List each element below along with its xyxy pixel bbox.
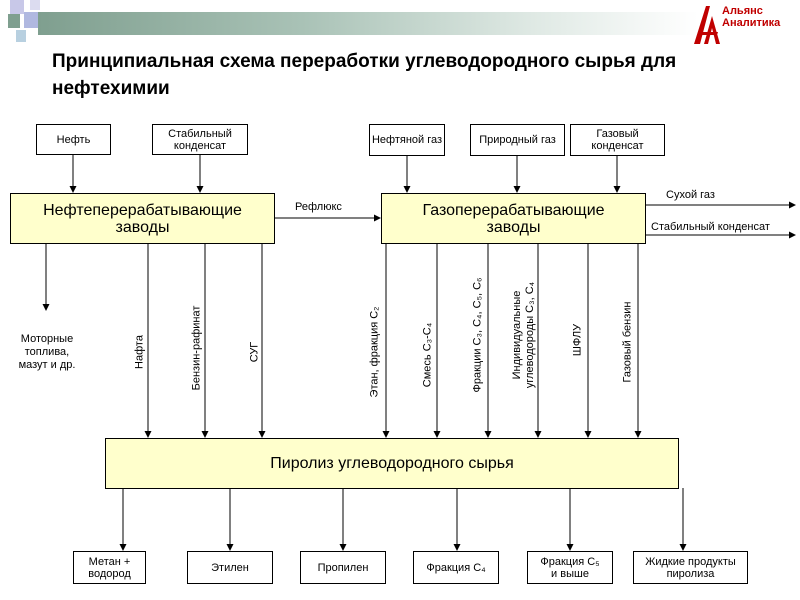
decor-square — [16, 30, 26, 42]
pyrolysis-box: Пиролиз углеводородного сырья — [105, 438, 679, 489]
input-natural-gas: Природный газ — [470, 124, 565, 156]
output-liquid: Жидкие продукты пиролиза — [633, 551, 748, 584]
stable-condensate-out-label: Стабильный конденсат — [651, 221, 770, 233]
gas-plant-box: Газоперерабатывающие заводы — [381, 193, 646, 244]
output-methane: Метан + водород — [73, 551, 146, 584]
input-oil-gas: Нефтяной газ — [369, 124, 445, 156]
input-gas-condensate: Газовый конденсат — [570, 124, 665, 156]
ngl-label: ШФЛУ — [571, 323, 584, 357]
input-oil: Нефть — [36, 124, 111, 155]
output-propylene: Пропилен — [300, 551, 386, 584]
decor-square — [8, 14, 20, 28]
motor-fuel-label: Моторные топлива, мазут и др. — [18, 333, 76, 371]
input-stable-condensate: Стабильный конденсат — [152, 124, 248, 155]
page-title: Принципиальная схема переработки углевод… — [52, 51, 677, 99]
output-c4: Фракция C₄ — [413, 551, 499, 584]
dry-gas-label: Сухой газ — [666, 189, 715, 201]
naphtha-label: Нафта — [133, 335, 146, 369]
logo-icon — [694, 6, 720, 44]
reflux-label: Рефлюкс — [295, 201, 342, 213]
gas-gasoline-label: Газовый бензин — [621, 301, 634, 383]
mix-c3c4-label: Смесь C₃-C₄ — [421, 322, 434, 388]
fractions-label: Фракции C₃, C₄, C₅, C₆ — [471, 277, 484, 393]
refinery-box: Нефтеперерабатывающие заводы — [10, 193, 275, 244]
lpg-label: СУГ — [248, 341, 261, 363]
header-band — [38, 12, 698, 35]
output-c5: Фракция C₅ и выше — [527, 551, 613, 584]
decor-square — [30, 0, 40, 10]
output-ethylene: Этилен — [187, 551, 273, 584]
decor-square — [10, 0, 24, 14]
raffinate-label: Бензин-рафинат — [190, 305, 203, 391]
ethane-label: Этан, фракция C₂ — [368, 306, 381, 398]
decor-square — [24, 12, 38, 28]
